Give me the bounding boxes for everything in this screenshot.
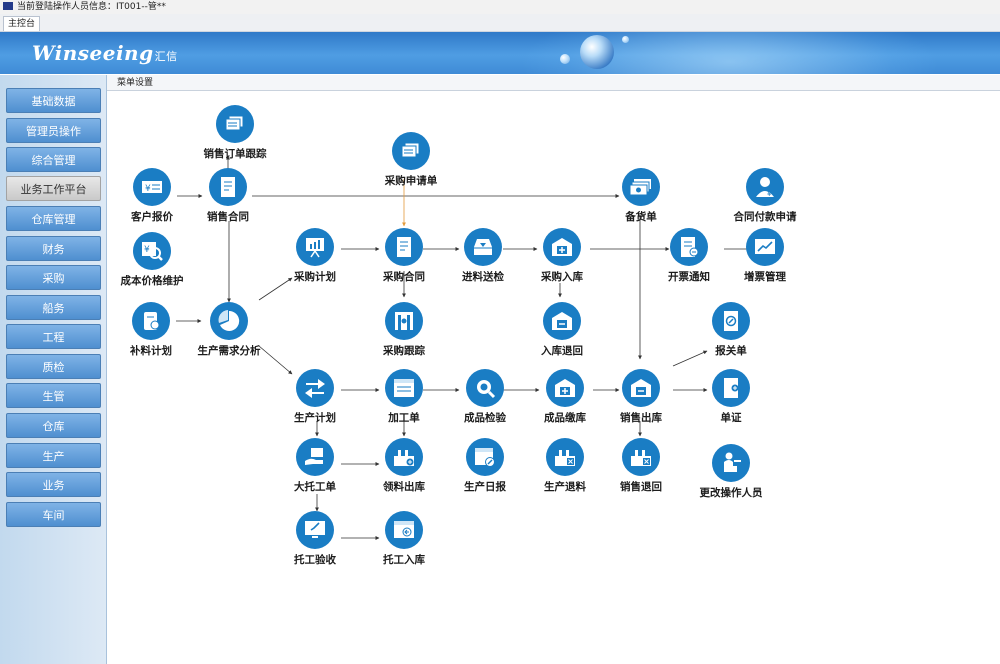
warehouse-plus-icon — [546, 369, 584, 407]
window-list-icon — [385, 369, 423, 407]
logo-text: Winseeing — [32, 41, 154, 65]
sidebar-item-workshop[interactable]: 车间 — [6, 502, 101, 527]
warehouse-in-icon — [543, 228, 581, 266]
node-label: 生产需求分析 — [197, 345, 261, 357]
sidebar-item-warehouse-mgmt[interactable]: 仓库管理 — [6, 206, 101, 231]
sidebar-item-production-mgmt[interactable]: 生管 — [6, 383, 101, 408]
node-label: 客户报价 — [131, 211, 173, 223]
factory-plus-icon — [385, 438, 423, 476]
sidebar-item-quality[interactable]: 质检 — [6, 354, 101, 379]
hand-give-icon — [296, 438, 334, 476]
contract-icon — [385, 228, 423, 266]
bubble-decoration — [560, 54, 570, 64]
svg-text:¥: ¥ — [144, 245, 150, 255]
node-label: 生产计划 — [294, 412, 336, 424]
svg-text:¥: ¥ — [767, 190, 772, 198]
window-edit-icon — [466, 438, 504, 476]
breadcrumb: 菜单设置 — [107, 75, 1000, 91]
sidebar-item-engineering[interactable]: 工程 — [6, 324, 101, 349]
sidebar-item-basic-data[interactable]: 基础数据 — [6, 88, 101, 113]
tracking-gate-icon — [385, 302, 423, 340]
node-label: 成品缴库 — [544, 412, 586, 424]
node-label: 开票通知 — [668, 271, 710, 283]
contract-icon — [209, 168, 247, 206]
node-label: 加工单 — [388, 412, 420, 424]
sidebar-item-finance[interactable]: 财务 — [6, 236, 101, 261]
monitor-check-icon — [296, 511, 334, 549]
logo-cn-text: 汇信 — [154, 50, 178, 63]
node-label: 托工入库 — [383, 554, 425, 566]
node-label: 成品检验 — [464, 412, 506, 424]
workflow-connectors — [176, 155, 758, 540]
sidebar-item-shipping[interactable]: 船务 — [6, 295, 101, 320]
inbox-icon — [464, 228, 502, 266]
person-desk-icon — [712, 444, 750, 482]
node-label: 生产退料 — [544, 481, 586, 493]
swap-arrows-icon — [296, 369, 334, 407]
node-label: 成本价格维护 — [120, 275, 184, 287]
node-label: 单证 — [720, 412, 742, 424]
title-bar: 当前登陆操作人员信息：IT001--管** — [0, 0, 1000, 14]
sidebar: 基础数据 管理员操作 综合管理 业务工作平台 仓库管理 财务 采购 船务 工程 … — [0, 75, 107, 664]
tab-main-console[interactable]: 主控台 — [3, 16, 41, 31]
documents-icon — [216, 105, 254, 143]
person-yen-icon: ¥ — [746, 168, 784, 206]
sidebar-item-sales[interactable]: 业务 — [6, 472, 101, 497]
node-label: 备货单 — [625, 211, 657, 223]
node-label: 生产日报 — [464, 481, 506, 493]
node-label: 领料出库 — [383, 481, 425, 493]
sidebar-item-warehouse[interactable]: 仓库 — [6, 413, 101, 438]
node-label: 销售订单跟踪 — [203, 148, 267, 160]
node-label: 增票管理 — [744, 271, 786, 283]
node-label: 托工验收 — [294, 554, 336, 566]
warehouse-out-icon — [543, 302, 581, 340]
bubble-decoration — [622, 36, 629, 43]
node-label: 大托工单 — [294, 481, 336, 493]
node-label: 采购计划 — [294, 271, 336, 283]
node-label: 进料送检 — [462, 271, 504, 283]
yen-bill-icon: ¥ — [133, 168, 171, 206]
svg-text:¥: ¥ — [145, 184, 151, 194]
workflow-canvas: 销售订单跟踪 采购申请单 ¥ 客户报价 销售合同 备货单 ¥ 合同付款申请 ¥ — [107, 92, 1000, 664]
node-label: 更改操作人员 — [699, 487, 763, 499]
factory-x-icon — [622, 438, 660, 476]
magnifier-icon — [466, 369, 504, 407]
window-back-icon — [385, 511, 423, 549]
tab-strip: 主控台 — [0, 14, 1000, 32]
sidebar-item-purchase[interactable]: 采购 — [6, 265, 101, 290]
globe-decoration-icon — [580, 35, 614, 69]
operator-info: 当前登陆操作人员信息：IT001--管** — [17, 2, 166, 12]
pie-chart-icon — [210, 302, 248, 340]
documents-icon — [392, 132, 430, 170]
header-banner: Winseeing汇信 — [0, 32, 1000, 74]
node-label: 采购跟踪 — [383, 345, 425, 357]
factory-x-icon — [546, 438, 584, 476]
node-label: 入库退回 — [541, 345, 583, 357]
brand-logo: Winseeing汇信 — [32, 41, 178, 65]
node-label: 采购申请单 — [384, 175, 438, 187]
doc-plus-icon — [712, 369, 750, 407]
app-icon — [3, 2, 13, 10]
cash-stack-icon — [622, 168, 660, 206]
chart-up-icon — [746, 228, 784, 266]
node-label: 采购入库 — [541, 271, 583, 283]
invoice-icon — [670, 228, 708, 266]
node-label: 销售退回 — [620, 481, 662, 493]
yen-search-icon: ¥ — [133, 232, 171, 270]
node-label: 销售出库 — [620, 412, 662, 424]
edit-doc-icon — [712, 302, 750, 340]
sidebar-item-general-mgmt[interactable]: 综合管理 — [6, 147, 101, 172]
node-label: 合同付款申请 — [733, 211, 797, 223]
node-label: 销售合同 — [207, 211, 249, 223]
warehouse-minus-icon — [622, 369, 660, 407]
node-label: 报关单 — [715, 345, 747, 357]
node-label: 补料计划 — [130, 345, 172, 357]
scroll-icon — [132, 302, 170, 340]
node-label: 采购合同 — [383, 271, 425, 283]
sidebar-item-production[interactable]: 生产 — [6, 443, 101, 468]
presentation-icon — [296, 228, 334, 266]
sidebar-item-business-platform[interactable]: 业务工作平台 — [6, 176, 101, 201]
sidebar-item-admin-ops[interactable]: 管理员操作 — [6, 118, 101, 143]
